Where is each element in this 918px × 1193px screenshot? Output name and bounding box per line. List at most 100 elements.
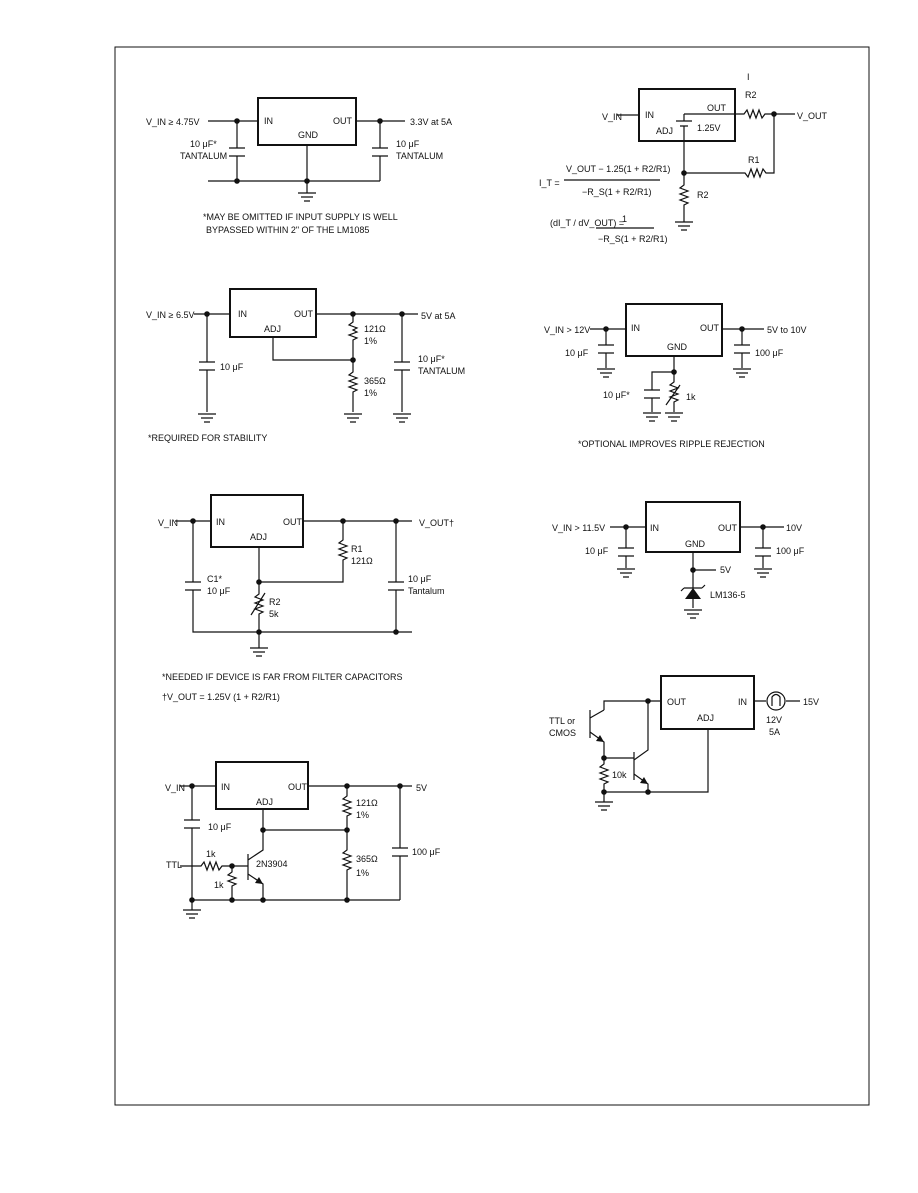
cin-value: 10 μF [565, 348, 589, 358]
vout-label: 10V [786, 523, 802, 533]
regulator-box [229, 288, 317, 338]
pin-in-label: IN [645, 110, 654, 120]
circuit-adjustable-vout: IN OUT ADJ V_IN V_OUT† C1* 10 μF R1 121Ω… [158, 494, 454, 702]
pin-gnd-label: GND [685, 539, 706, 549]
ttl-input-label: TTL [166, 860, 182, 870]
tap-voltage: 5V [720, 565, 731, 575]
darlington-transistor-icon [633, 742, 649, 792]
vin-label: V_IN [602, 112, 622, 122]
vout-formula: †V_OUT = 1.25V (1 + R2/R1) [162, 692, 280, 702]
pin-out-label: OUT [283, 517, 303, 527]
cin-value: 10 μF [220, 362, 244, 372]
vin-label: V_IN ≥ 6.5V [146, 310, 194, 320]
pin-out-label: OUT [288, 782, 308, 792]
r2-value: 365Ω [364, 376, 386, 386]
pin-in-label: IN [216, 517, 225, 527]
vin-label: V_IN > 11.5V [552, 523, 605, 533]
pot-value: 1k [686, 392, 696, 402]
r1-name: R1 [351, 544, 363, 554]
zener-diode-icon [685, 588, 701, 599]
lamp-current: 5A [769, 727, 780, 737]
pin-adj-label: ADJ [250, 532, 267, 542]
eq1-left: I_T = [539, 178, 560, 188]
r1-tolerance: 1% [364, 336, 377, 346]
pin-out-label: OUT [700, 323, 720, 333]
circuit-current-regulator: IN OUT ADJ 1.25V V_IN I R2 V_OUT R1 R2 I… [539, 72, 828, 244]
note-line-1: *MAY BE OMITTED IF INPUT SUPPLY IS WELL [203, 212, 398, 222]
resistor-value: 10k [612, 770, 627, 780]
transistor-label: 2N3904 [256, 859, 288, 869]
cout-value: 100 μF [412, 847, 441, 857]
pin-adj-label: ADJ [656, 126, 673, 136]
cin-value: 10 μF* [190, 139, 217, 149]
eq2-denominator: −R_S(1 + R2/R1) [598, 234, 668, 244]
r2-tolerance: 1% [364, 388, 377, 398]
ripple-note: *OPTIONAL IMPROVES RIPPLE REJECTION [578, 439, 765, 449]
c1-value: 10 μF [207, 586, 231, 596]
circuit-lamp-driver: OUT IN ADJ 15V 12V 5A TTL or CMOS 10k [549, 675, 819, 811]
pin-adj-label: ADJ [256, 797, 273, 807]
circuit-ttl-shutdown: IN OUT ADJ V_IN 5V 10 μF 121Ω 1% 365Ω 1%… [165, 761, 441, 919]
vin-label: V_IN > 12V [544, 325, 590, 335]
r2-value: 5k [269, 609, 279, 619]
cout-value: 100 μF [755, 348, 784, 358]
cout-value: 100 μF [776, 546, 805, 556]
ttl-cmos-label-2: CMOS [549, 728, 576, 738]
vout-label: 5V [416, 783, 427, 793]
rb-value: 1k [206, 849, 216, 859]
r1-label: R1 [748, 155, 760, 165]
pin-in-label: IN [631, 323, 640, 333]
eq1-denominator: −R_S(1 + R2/R1) [582, 187, 652, 197]
cout-value: 10 μF [396, 139, 420, 149]
pin-in-label: IN [238, 309, 247, 319]
eq1-numerator: V_OUT − 1.25(1 + R2/R1) [566, 164, 670, 174]
circuit-5v-adjustable: IN OUT ADJ V_IN ≥ 6.5V 5V at 5A 10 μF 10… [146, 288, 465, 443]
pin-in-label: IN [738, 697, 747, 707]
zener-label: LM136-5 [710, 590, 746, 600]
page-border [114, 46, 870, 1106]
cadj-value: 10 μF* [603, 390, 630, 400]
pin-gnd-label: GND [667, 342, 688, 352]
lamp-icon [766, 691, 786, 711]
r2-name: R2 [269, 597, 281, 607]
current-label: I [747, 72, 750, 82]
ref-voltage-label: 1.25V [697, 123, 721, 133]
pin-out-label: OUT [707, 103, 727, 113]
regulator-box [215, 761, 309, 810]
vin-label: V_IN [158, 518, 178, 528]
cout-type: Tantalum [408, 586, 445, 596]
pin-adj-label: ADJ [697, 713, 714, 723]
r1-value: 121Ω [351, 556, 373, 566]
note-line-2: BYPASSED WITHIN 2" OF THE LM1085 [206, 225, 369, 235]
pin-in-label: IN [650, 523, 659, 533]
r2-value: 365Ω [356, 854, 378, 864]
r1-value: 121Ω [356, 798, 378, 808]
circuit-5v-to-10v: IN OUT GND V_IN > 12V 5V to 10V 10 μF 10… [544, 303, 807, 449]
pin-out-label: OUT [718, 523, 738, 533]
pin-out-label: OUT [667, 697, 687, 707]
vout-label: 5V at 5A [421, 311, 456, 321]
pin-out-label: OUT [333, 116, 353, 126]
cout-value: 10 μF* [418, 354, 445, 364]
rs-label: R2 [745, 90, 757, 100]
r1-value: 121Ω [364, 324, 386, 334]
cout-value: 10 μF [408, 574, 432, 584]
vin-label: V_IN ≥ 4.75V [146, 117, 199, 127]
vin-label: V_IN [165, 783, 185, 793]
eq2-left: (dI_T / dV_OUT) = [550, 218, 624, 228]
cin-value: 10 μF [208, 822, 232, 832]
vin-label: 15V [803, 697, 819, 707]
pin-in-label: IN [221, 782, 230, 792]
cout-type: TANTALUM [418, 366, 465, 376]
pin-out-label: OUT [294, 309, 314, 319]
regulator-box [638, 88, 736, 142]
stability-note: *REQUIRED FOR STABILITY [148, 433, 267, 443]
re-value: 1k [214, 880, 224, 890]
circuit-fixed-3v3: IN OUT GND V_IN ≥ 4.75V 3.3V at 5A 10 μF… [146, 97, 452, 235]
vout-label: 3.3V at 5A [410, 117, 452, 127]
r1-tolerance: 1% [356, 810, 369, 820]
pin-gnd-label: GND [298, 130, 319, 140]
r2-label: R2 [697, 190, 709, 200]
